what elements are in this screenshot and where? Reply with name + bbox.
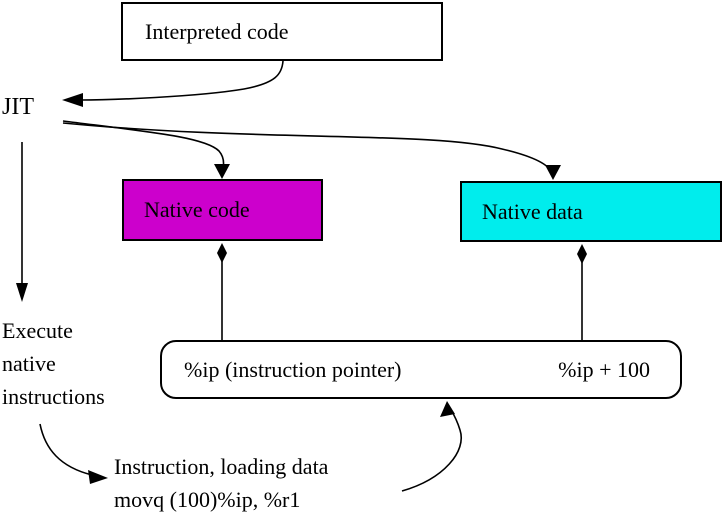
arrow-execute-to-instruction bbox=[39, 423, 108, 484]
jit-label: JIT bbox=[2, 94, 34, 120]
arrow-instruction-to-ip bbox=[401, 401, 462, 492]
native-data-box: Native data bbox=[460, 181, 722, 242]
connector-native-code-to-ip bbox=[217, 243, 227, 341]
arrow-interpreted-to-jit bbox=[62, 60, 284, 107]
native-code-box: Native code bbox=[122, 179, 323, 241]
interpreted-code-box: Interpreted code bbox=[121, 2, 443, 61]
instruction-loading-data-label: Instruction, loading data movq (100)%ip,… bbox=[114, 454, 329, 512]
instruction-pointer-box: %ip (instruction pointer) %ip + 100 bbox=[160, 340, 682, 399]
interpreted-code-label: Interpreted code bbox=[145, 18, 289, 44]
connector-native-data-to-ip bbox=[577, 244, 587, 341]
arrow-jit-to-execute bbox=[16, 142, 28, 302]
native-data-label: Native data bbox=[482, 198, 583, 224]
ip-right-label: %ip + 100 bbox=[558, 356, 650, 382]
execute-native-instructions-label: Execute native instructions bbox=[2, 318, 105, 409]
arrow-jit-to-native-data bbox=[62, 122, 561, 180]
ip-left-label: %ip (instruction pointer) bbox=[184, 356, 402, 382]
native-code-label: Native code bbox=[144, 197, 250, 222]
